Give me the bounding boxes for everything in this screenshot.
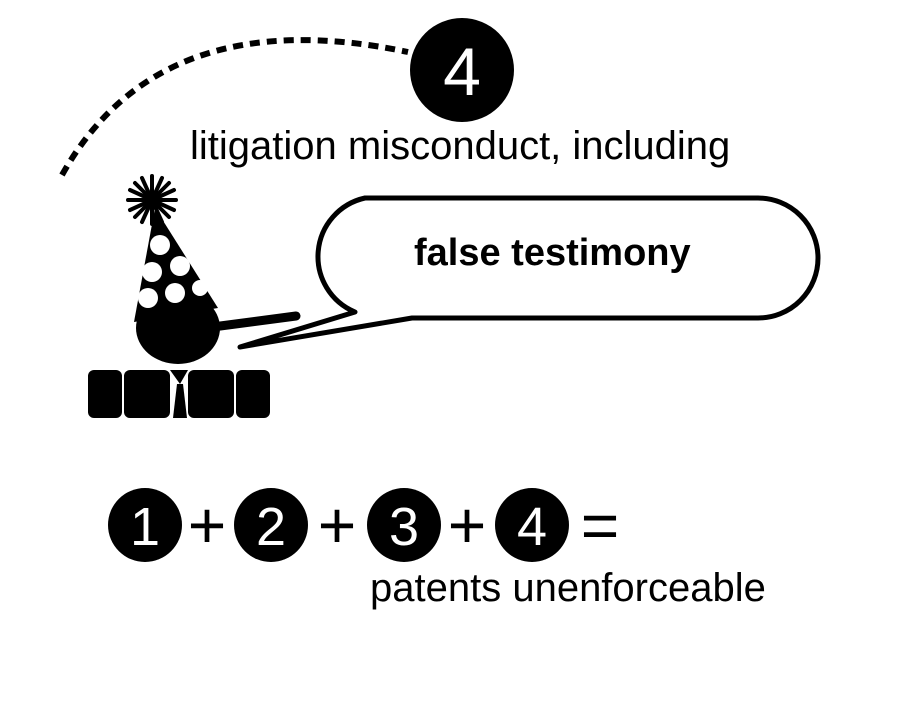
term-4-text: 4 xyxy=(517,497,547,557)
starburst-icon xyxy=(128,176,176,224)
plus-sign-3: + xyxy=(448,488,487,562)
step-caption: litigation misconduct, including xyxy=(190,124,730,169)
term-2-text: 2 xyxy=(256,497,286,557)
equation: 1 + 2 + 3 + 4 = xyxy=(108,488,619,562)
pinocchio-figure-icon xyxy=(88,176,296,418)
step-number-text: 4 xyxy=(443,34,481,110)
step-number-badge: 4 xyxy=(410,18,514,122)
speech-bubble-text: false testimony xyxy=(414,232,691,275)
plus-sign-1: + xyxy=(188,488,227,562)
equation-result: patents unenforceable xyxy=(370,566,766,611)
term-1-text: 1 xyxy=(130,497,160,557)
equals-sign: = xyxy=(581,488,620,562)
plus-sign-2: + xyxy=(318,488,357,562)
term-3-text: 3 xyxy=(389,497,419,557)
